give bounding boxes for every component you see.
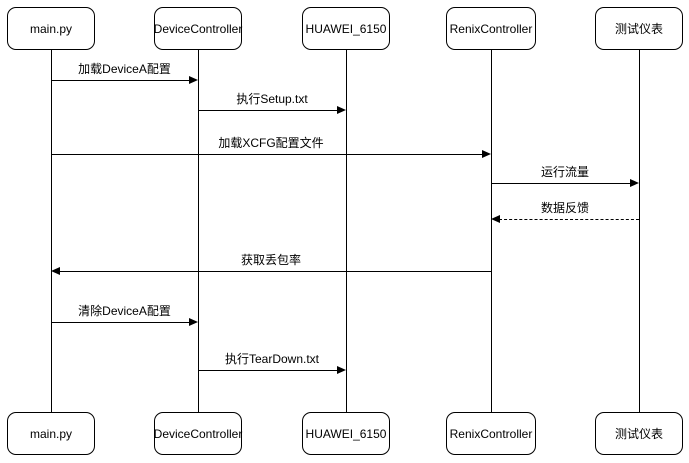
message-line-5: [59, 271, 491, 272]
actor-top-renix: RenixController: [446, 7, 536, 50]
actor-label: HUAWEI_6150: [305, 426, 387, 441]
lifeline-huawei: [346, 50, 347, 412]
message-label-4: 数据反馈: [540, 201, 590, 215]
actor-label: DeviceController: [153, 21, 243, 36]
actor-top-instrument: 测试仪表: [595, 7, 683, 50]
actor-label: 测试仪表: [614, 22, 663, 36]
message-arrowhead-6: [189, 318, 198, 326]
actor-bottom-device: DeviceController: [154, 412, 242, 455]
actor-bottom-main: main.py: [7, 412, 95, 455]
message-arrowhead-5: [51, 267, 60, 275]
message-label-5: 获取丢包率: [240, 253, 302, 267]
message-arrowhead-1: [337, 106, 346, 114]
message-label-0: 加载DeviceA配置: [78, 62, 171, 76]
actor-bottom-huawei: HUAWEI_6150: [302, 412, 390, 455]
actor-bottom-renix: RenixController: [446, 412, 536, 455]
actor-label: main.py: [29, 21, 73, 36]
message-line-0: [51, 80, 190, 81]
message-line-4: [499, 219, 639, 220]
message-arrowhead-0: [189, 76, 198, 84]
actor-label: main.py: [29, 426, 73, 441]
message-line-7: [198, 370, 338, 371]
lifeline-instrument: [639, 50, 640, 412]
message-label-2: 加载XCFG配置文件: [218, 136, 324, 150]
actor-top-huawei: HUAWEI_6150: [302, 7, 390, 50]
message-label-3: 运行流量: [540, 165, 590, 179]
message-label-6: 清除DeviceA配置: [78, 304, 171, 318]
actor-label: HUAWEI_6150: [305, 21, 387, 36]
actor-top-main: main.py: [7, 7, 95, 50]
message-label-1: 执行Setup.txt: [236, 92, 308, 106]
actor-label: DeviceController: [153, 426, 243, 441]
lifeline-device: [198, 50, 199, 412]
message-arrowhead-4: [491, 215, 500, 223]
message-label-7: 执行TearDown.txt: [224, 352, 320, 366]
lifeline-renix: [491, 50, 492, 412]
actor-bottom-instrument: 测试仪表: [595, 412, 683, 455]
lifeline-main: [51, 50, 52, 412]
message-line-3: [491, 183, 631, 184]
message-line-2: [51, 154, 483, 155]
actor-top-device: DeviceController: [154, 7, 242, 50]
actor-label: RenixController: [449, 21, 533, 36]
message-line-6: [51, 322, 190, 323]
message-arrowhead-7: [337, 366, 346, 374]
message-line-1: [198, 110, 338, 111]
message-arrowhead-3: [630, 179, 639, 187]
actor-label: 测试仪表: [614, 427, 663, 441]
actor-label: RenixController: [449, 426, 533, 441]
message-arrowhead-2: [482, 150, 491, 158]
